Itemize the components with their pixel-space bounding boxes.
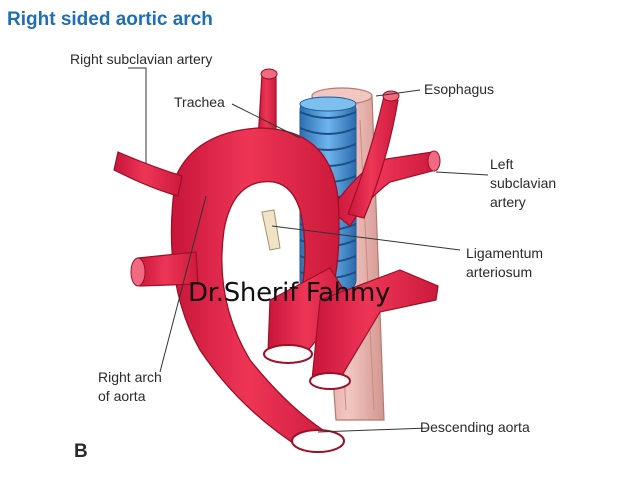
- label-trachea: Trachea: [174, 94, 225, 110]
- label-line: arteriosum: [466, 264, 533, 280]
- label-ligamentum-arteriosum: Ligamentum arteriosum: [466, 244, 543, 282]
- label-line: Right arch: [98, 369, 162, 385]
- descending-aorta-opening: [291, 429, 345, 453]
- label-right-arch-of-aorta: Right arch of aorta: [98, 368, 162, 406]
- label-descending-aorta: Descending aorta: [420, 419, 530, 435]
- label-line: of aorta: [98, 388, 146, 404]
- right-subclavian-shape: [113, 151, 183, 197]
- carotid-shape: [257, 68, 278, 141]
- leader-lines: [128, 67, 489, 433]
- label-left-subclavian-artery: Left subclavian artery: [490, 155, 556, 212]
- figure-letter: B: [74, 441, 88, 462]
- label-line: Left: [490, 156, 514, 172]
- watermark-text: Dr.Sherif Fahmy: [188, 278, 391, 308]
- label-line: artery: [490, 194, 526, 210]
- pulmonary-branches-shape: [263, 267, 439, 390]
- label-esophagus: Esophagus: [424, 81, 495, 97]
- label-line: subclavian: [490, 175, 557, 191]
- aberrant-vessel-shape: [130, 251, 199, 287]
- label-line: Ligamentum: [466, 245, 544, 261]
- slide-title: Right sided aortic arch: [7, 9, 213, 30]
- ligamentum-shape: [261, 209, 281, 251]
- left-subclavian-shape: [329, 90, 441, 227]
- label-right-subclavian-artery: Right subclavian artery: [70, 51, 213, 67]
